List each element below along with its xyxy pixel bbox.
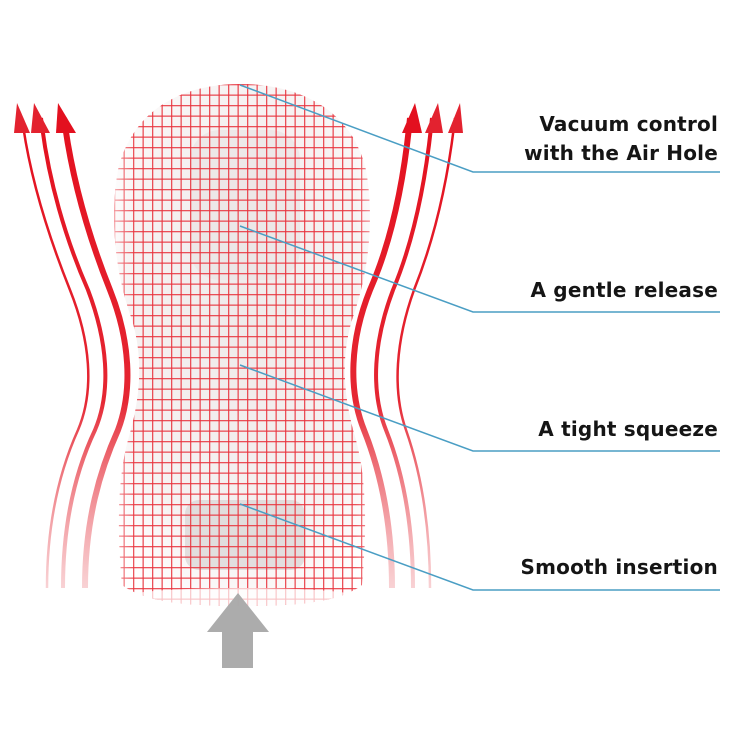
label-gentle-release: A gentle release <box>530 276 718 305</box>
leader-line-vacuum <box>239 84 720 173</box>
label-line: with the Air Hole <box>524 141 718 165</box>
arrow-up-icon <box>402 103 422 133</box>
leader-lines <box>239 84 720 591</box>
label-line: Smooth insertion <box>520 555 718 579</box>
leader-line-squeeze <box>239 364 720 452</box>
arrow-up-icon <box>350 117 413 589</box>
sleeve-body <box>114 84 370 606</box>
label-smooth-insertion: Smooth insertion <box>520 553 718 582</box>
label-line: Vacuum control <box>539 112 718 136</box>
label-line: A gentle release <box>530 278 718 302</box>
arrow-up-icon <box>20 117 90 589</box>
label-vacuum-control: Vacuum control with the Air Hole <box>524 110 718 168</box>
arrow-up-icon <box>31 103 50 133</box>
label-line: A tight squeeze <box>538 417 718 441</box>
arrow-up-icon <box>448 103 463 133</box>
airflow-arrows-left <box>14 103 131 589</box>
insertion-arrow-icon <box>207 593 269 668</box>
arrow-up-icon <box>56 103 76 133</box>
leader-line-release <box>239 225 720 313</box>
leader-line-insertion <box>239 503 720 591</box>
arrow-up-icon <box>39 117 108 589</box>
arrow-up-icon <box>396 117 457 589</box>
label-tight-squeeze: A tight squeeze <box>538 415 718 444</box>
airflow-arrows-right <box>350 103 463 589</box>
arrow-up-icon <box>374 117 434 589</box>
arrow-up-icon <box>61 117 131 589</box>
arrow-up-icon <box>425 103 443 133</box>
arrow-up-icon <box>14 103 30 133</box>
